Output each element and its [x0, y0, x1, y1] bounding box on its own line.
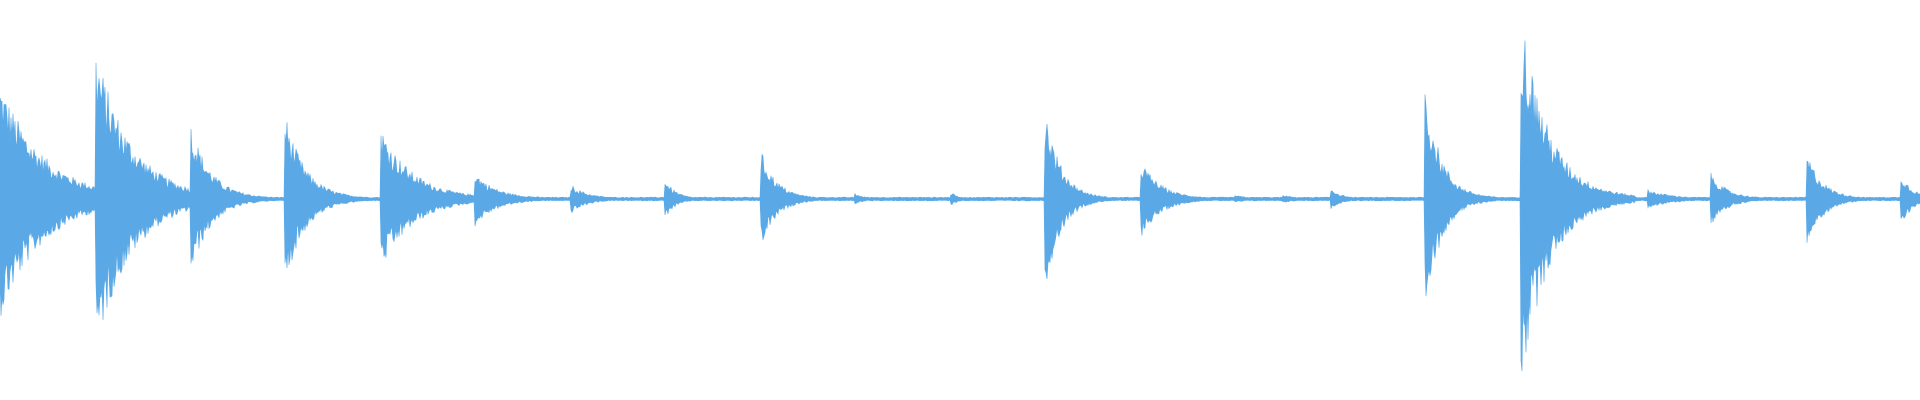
waveform-signal	[0, 40, 1920, 372]
